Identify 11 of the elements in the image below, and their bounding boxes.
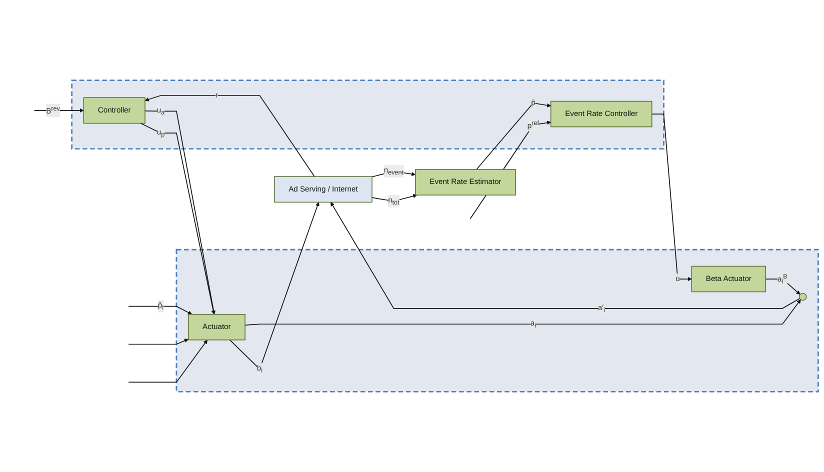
arrow <box>128 338 188 345</box>
arrow <box>244 299 801 326</box>
dashed-group-box <box>176 248 819 392</box>
arrow <box>765 278 800 295</box>
multiplier-circle <box>798 292 807 301</box>
arrow <box>128 340 208 383</box>
arrow <box>476 102 552 170</box>
arrow <box>330 202 800 309</box>
arrow <box>144 95 315 178</box>
arrow <box>651 114 692 282</box>
arrow <box>128 306 192 315</box>
